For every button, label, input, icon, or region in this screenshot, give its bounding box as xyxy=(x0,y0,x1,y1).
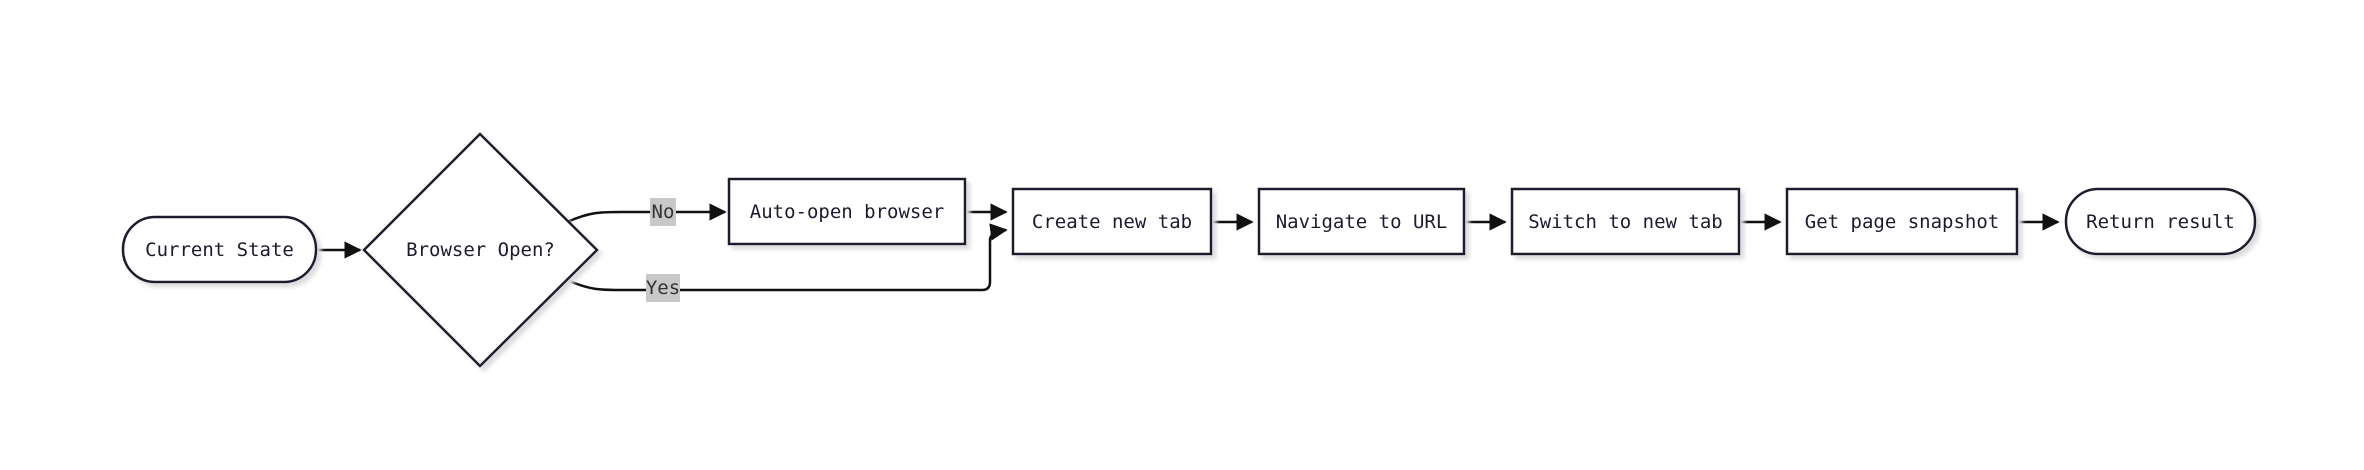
node-browser-open-decision: Browser Open? xyxy=(362,132,599,368)
edge-label-no-text: No xyxy=(652,201,675,223)
node-auto-open-browser: Auto-open browser xyxy=(727,177,967,246)
node-navigate-label: Navigate to URL xyxy=(1276,211,1448,233)
node-switch-to-new-tab: Switch to new tab xyxy=(1510,187,1741,256)
node-current-state: Current State xyxy=(121,215,318,284)
node-current-state-label: Current State xyxy=(145,239,294,261)
node-return-result: Return result xyxy=(2064,187,2257,256)
edge-label-yes: Yes xyxy=(646,274,680,302)
node-create-tab-label: Create new tab xyxy=(1032,211,1192,233)
node-navigate-to-url: Navigate to URL xyxy=(1257,187,1466,256)
edge-no-to-auto-open xyxy=(566,203,727,224)
node-return-result-label: Return result xyxy=(2086,211,2235,233)
node-auto-open-label: Auto-open browser xyxy=(750,201,944,223)
node-create-new-tab: Create new tab xyxy=(1011,187,1213,256)
edge-label-no: No xyxy=(650,198,676,226)
node-switch-tab-label: Switch to new tab xyxy=(1528,211,1722,233)
node-get-page-snapshot: Get page snapshot xyxy=(1785,187,2019,256)
edge-label-yes-text: Yes xyxy=(646,277,680,299)
node-snapshot-label: Get page snapshot xyxy=(1805,211,1999,233)
node-browser-open-label: Browser Open? xyxy=(406,239,555,261)
edge-yes-to-create-tab xyxy=(566,223,1008,292)
